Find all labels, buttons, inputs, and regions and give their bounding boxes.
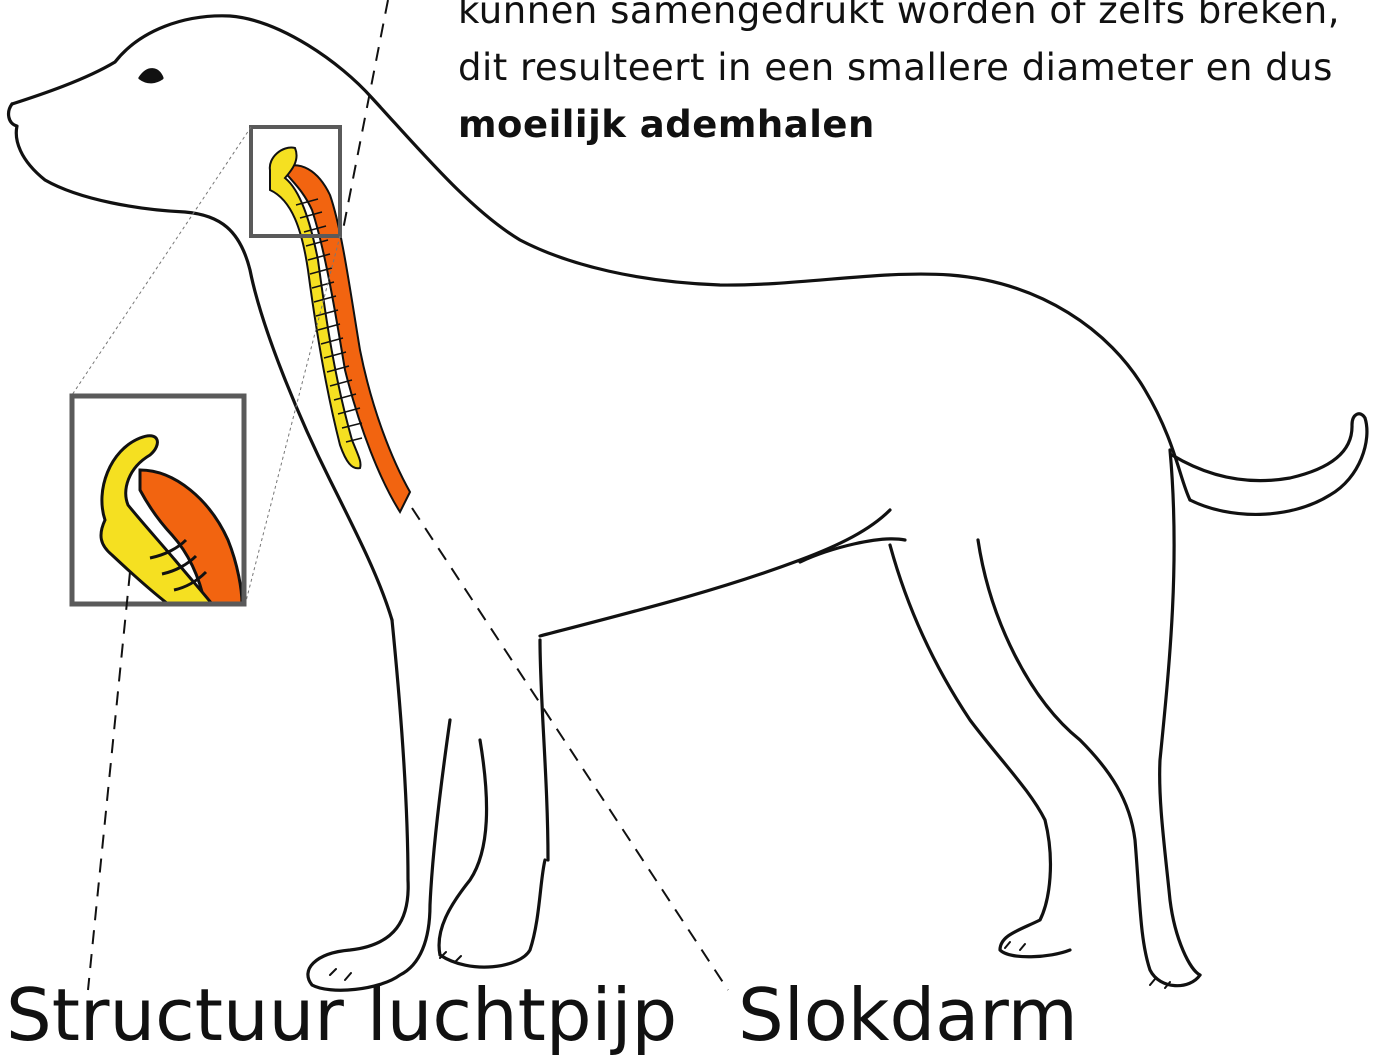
caption-text: kunnen samengedrukt worden of zelfs brek… <box>458 0 1381 153</box>
dog-belly <box>540 510 890 636</box>
dog-front-leg-inner <box>439 740 545 967</box>
label-trachea-structure: Structuur luchtpijp <box>6 975 677 1055</box>
dog-eye-icon <box>140 70 162 82</box>
caption-line-3: moeilijk ademhalen <box>458 96 1381 153</box>
dog-tail <box>1172 414 1367 515</box>
magnifier-inset-icon <box>72 396 244 604</box>
leader-line-left <box>88 572 130 990</box>
dog-hind-leg-front <box>890 545 1070 957</box>
dog-front-leg-outer <box>308 620 450 990</box>
caption-line-1: kunnen samengedrukt worden of zelfs brek… <box>458 0 1381 39</box>
label-esophagus: Slokdarm <box>738 975 1078 1055</box>
dog-hind-leg-back <box>978 540 1200 986</box>
leader-line-right <box>412 508 728 990</box>
caption-line-2: dit resulteert in een smallere diameter … <box>458 39 1381 96</box>
dog-belly-fold <box>800 539 905 562</box>
dog-chest-line <box>540 640 548 860</box>
dog-hind-thigh <box>1160 450 1200 975</box>
leader-line-caption <box>342 0 388 235</box>
